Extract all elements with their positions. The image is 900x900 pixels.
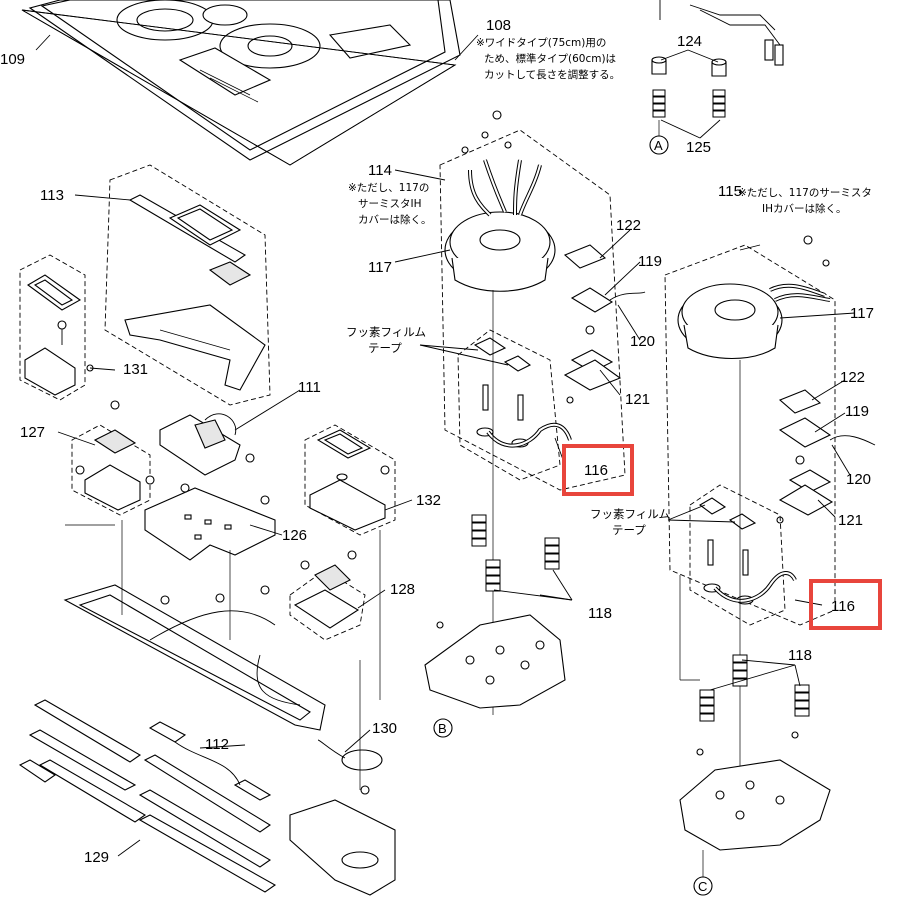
coil-base-plate-b	[679, 731, 831, 851]
leg-bolts-124	[651, 56, 727, 77]
note-114-line1: ※ただし、117の	[348, 182, 429, 194]
label-112: 112	[205, 736, 229, 753]
label-130: 130	[372, 720, 397, 737]
base-frame	[63, 584, 326, 731]
label-111: 111	[298, 379, 321, 396]
part-126-board	[144, 453, 276, 561]
film-tape-label-a-line2: テープ	[368, 341, 402, 355]
ref-circle-b	[433, 718, 453, 738]
part-117-ih-coil-a	[444, 211, 556, 292]
label-113: 113	[40, 187, 64, 204]
label-127: 127	[20, 424, 45, 441]
gasket-frame	[21, 9, 457, 166]
coil-cables-b	[769, 235, 831, 302]
label-116-a: 116	[584, 462, 608, 479]
part-111-connector	[159, 413, 241, 476]
group-114-outline	[439, 129, 626, 491]
part-130-speaker	[317, 739, 383, 771]
part-128-bracket	[293, 550, 360, 629]
ref-letter-b: B	[438, 721, 447, 736]
note-108-line2: ため、標準タイプ(60cm)は	[484, 52, 616, 65]
note-115-line1: ※ただし、117のサーミスタ	[738, 187, 872, 199]
label-120-a: 120	[630, 333, 655, 350]
label-126: 126	[282, 527, 307, 544]
label-119-a: 119	[638, 253, 662, 270]
connector-harness-top	[659, 0, 784, 66]
label-122-a: 122	[616, 217, 641, 234]
label-129: 129	[84, 849, 109, 866]
thermistor-a	[473, 337, 572, 448]
label-116-b: 116	[831, 598, 855, 615]
ref-circle-c	[693, 876, 713, 896]
label-118-b: 118	[788, 647, 812, 664]
label-122-b: 122	[840, 369, 865, 386]
springs-118-b	[699, 654, 810, 722]
sensor-parts-119-122-b	[776, 389, 876, 524]
sensor-parts-119-122-a	[563, 244, 646, 404]
note-114-line2: サーミスタIH	[358, 198, 422, 210]
highlight-box-116-a	[562, 444, 634, 496]
label-115: 115	[718, 183, 742, 200]
ref-letter-c: C	[698, 879, 707, 894]
note-108-line1: ※ワイドタイプ(75cm)用の	[476, 37, 606, 49]
label-114: 114	[368, 162, 392, 179]
label-125: 125	[686, 139, 711, 156]
film-tape-label-b-line1: フッ素フィルム	[590, 507, 670, 521]
part-117-ih-coil-b	[677, 283, 783, 360]
label-108: 108	[486, 17, 511, 34]
label-119-b: 119	[845, 403, 869, 420]
label-117-b: 117	[850, 305, 874, 322]
note-108-line3: カットして長さを調整する。	[484, 68, 620, 81]
thermistor-b	[699, 497, 797, 605]
group-132-outline	[304, 424, 396, 536]
top-glass-plate	[28, 0, 461, 161]
part-127-bracket	[75, 400, 155, 511]
label-117-a: 117	[368, 259, 392, 276]
label-109: 109	[0, 51, 25, 68]
note-114-line3: カバーは除く。	[358, 213, 432, 226]
label-120-b: 120	[846, 471, 871, 488]
label-128: 128	[390, 581, 415, 598]
label-121-a: 121	[625, 391, 650, 408]
label-132: 132	[416, 492, 441, 509]
note-115-line2: IHカバーは除く。	[762, 202, 847, 215]
label-131: 131	[123, 361, 148, 378]
ref-circle-a	[649, 135, 669, 155]
film-tape-label-a-line1: フッ素フィルム	[346, 325, 426, 339]
highlight-box-116-b	[809, 579, 882, 630]
label-124: 124	[677, 33, 702, 50]
part-132-bracket	[309, 429, 390, 531]
coil-cables-a	[461, 110, 542, 217]
part-112-ribbon	[148, 721, 272, 801]
group-131-outline	[19, 254, 86, 401]
group-115-outline	[664, 244, 836, 626]
ref-letter-a: A	[654, 138, 663, 153]
bottom-bracket	[289, 785, 396, 896]
springs-118-a	[471, 514, 560, 592]
film-tape-label-b-line2: テープ	[612, 523, 646, 537]
thermistor-group-a	[457, 329, 561, 481]
thermistor-group-b	[689, 484, 786, 626]
label-121-b: 121	[838, 512, 863, 529]
part-113-bracket	[124, 194, 266, 391]
label-118-a: 118	[588, 605, 612, 622]
leg-springs-125	[652, 89, 726, 118]
group-113-outline	[104, 164, 271, 406]
part-129-strips	[18, 699, 277, 893]
coil-base-plate-a	[424, 614, 566, 709]
part-131-bracket	[24, 274, 94, 396]
